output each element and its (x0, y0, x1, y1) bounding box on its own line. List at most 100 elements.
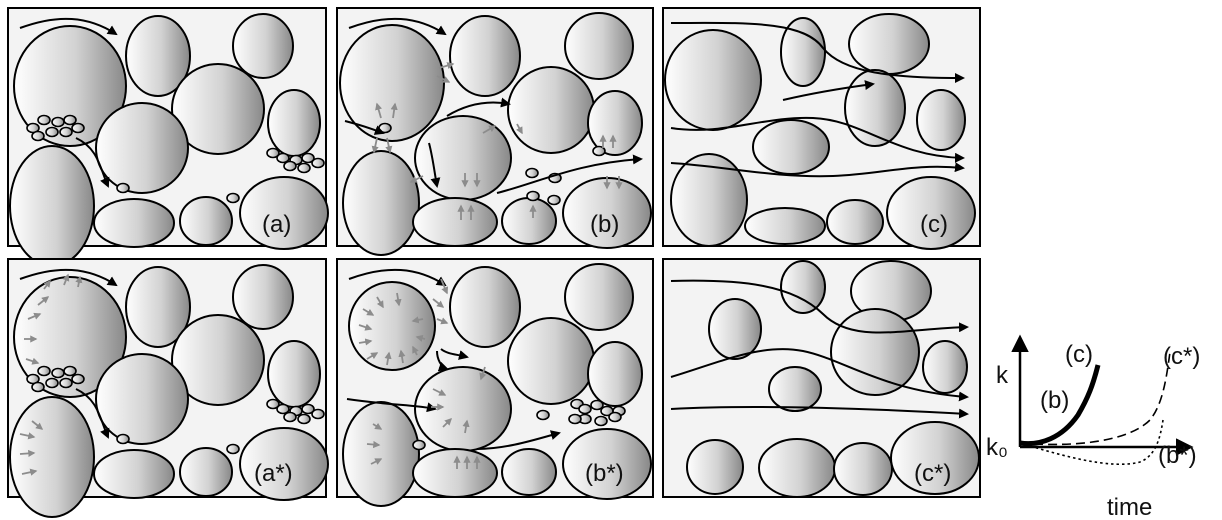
grain (501, 448, 557, 496)
flow-arrow (446, 97, 511, 117)
grain (780, 17, 826, 87)
curve-c-star (1019, 351, 1171, 446)
dissolution-arrow (358, 323, 373, 331)
grain (267, 89, 321, 157)
panel-label: (b*) (585, 460, 624, 487)
fine-particle (283, 160, 297, 172)
grain (412, 197, 498, 247)
flow-arrow (782, 80, 875, 101)
fine-particle (37, 365, 51, 377)
dissolution-arrow (37, 296, 50, 306)
flow-arrow (670, 162, 965, 178)
flow-arrow (344, 120, 385, 135)
flow-arrow (75, 137, 110, 188)
dissolution-arrow (75, 275, 83, 288)
grain (833, 442, 893, 496)
flow-arrow (440, 348, 469, 360)
fine-particle (226, 443, 240, 455)
flow-arrow (670, 21, 965, 83)
grain (848, 13, 930, 75)
grain (171, 63, 265, 155)
flow-arrow (670, 405, 969, 419)
dissolution-arrow (438, 62, 455, 70)
panel-label: (a) (262, 211, 291, 238)
grain (179, 196, 233, 246)
dissolution-arrow (462, 419, 470, 434)
dissolution-arrow (366, 440, 381, 449)
dissolution-arrow (31, 420, 44, 430)
grain (844, 69, 906, 147)
fine-particle (59, 126, 73, 138)
grain (239, 427, 329, 501)
grain (886, 176, 976, 250)
fine-particle (276, 403, 290, 415)
dissolution-arrow (432, 388, 447, 396)
grain (916, 89, 966, 151)
dissolution-arrow (394, 292, 402, 307)
fine-particle (45, 377, 59, 389)
grain (93, 198, 175, 248)
grain (414, 366, 512, 452)
fine-particle (283, 411, 297, 423)
fine-particle (311, 408, 325, 420)
dissolution-arrow (415, 334, 426, 342)
fine-particle (266, 398, 280, 410)
grain (562, 428, 652, 500)
dissolution-arrow (21, 468, 38, 476)
fine-particle (594, 415, 608, 427)
k-vs-time-graph: k time k₀ (c) (b) (c*) (b*) (986, 334, 1200, 520)
fine-particle (608, 411, 622, 423)
grain (414, 115, 512, 201)
dissolution-arrow (390, 102, 398, 119)
grain (232, 13, 294, 79)
fine-particle (590, 399, 604, 411)
x-axis-label: time (1107, 494, 1152, 520)
fine-particle (547, 194, 561, 206)
fine-particle (37, 114, 51, 126)
dissolution-arrow (370, 458, 383, 465)
grain (179, 447, 233, 497)
dissolution-arrow (440, 278, 449, 295)
fine-particle (116, 182, 130, 194)
curve-label-b: (b) (1040, 387, 1069, 414)
grain (339, 24, 445, 142)
grain (780, 260, 826, 314)
dissolution-arrow (411, 316, 424, 324)
fine-particle (592, 145, 606, 157)
fine-particle (276, 152, 290, 164)
fine-particle (226, 192, 240, 204)
dissolution-arrow (436, 75, 451, 83)
dissolution-arrow (25, 357, 40, 365)
fine-particle (297, 162, 311, 174)
grain (922, 340, 968, 394)
dissolution-arrow (375, 102, 383, 119)
dissolution-arrow (362, 308, 375, 316)
grain (830, 308, 920, 396)
dissolution-arrow (358, 338, 373, 346)
grain (752, 119, 830, 175)
grain (125, 266, 191, 348)
grain (93, 449, 175, 499)
flow-arrow (346, 398, 437, 413)
dissolution-arrow (436, 317, 449, 325)
fine-particle (63, 365, 77, 377)
grain (449, 266, 521, 348)
panel-a: (a) (7, 7, 329, 267)
grain (587, 90, 643, 156)
fine-particle (568, 413, 582, 425)
fine-particle (71, 122, 85, 134)
grain (744, 207, 826, 245)
panel-c: (c) (662, 7, 981, 250)
flow-arrow (428, 142, 441, 188)
dissolution-arrow (19, 449, 36, 458)
grain (564, 12, 634, 80)
grain (768, 366, 822, 412)
dissolution-arrow (376, 296, 384, 309)
fine-particle (45, 126, 59, 138)
grain (232, 264, 294, 330)
grain (890, 421, 980, 495)
panel-label: (a*) (254, 460, 293, 487)
grain (267, 340, 321, 408)
grain (95, 102, 189, 194)
